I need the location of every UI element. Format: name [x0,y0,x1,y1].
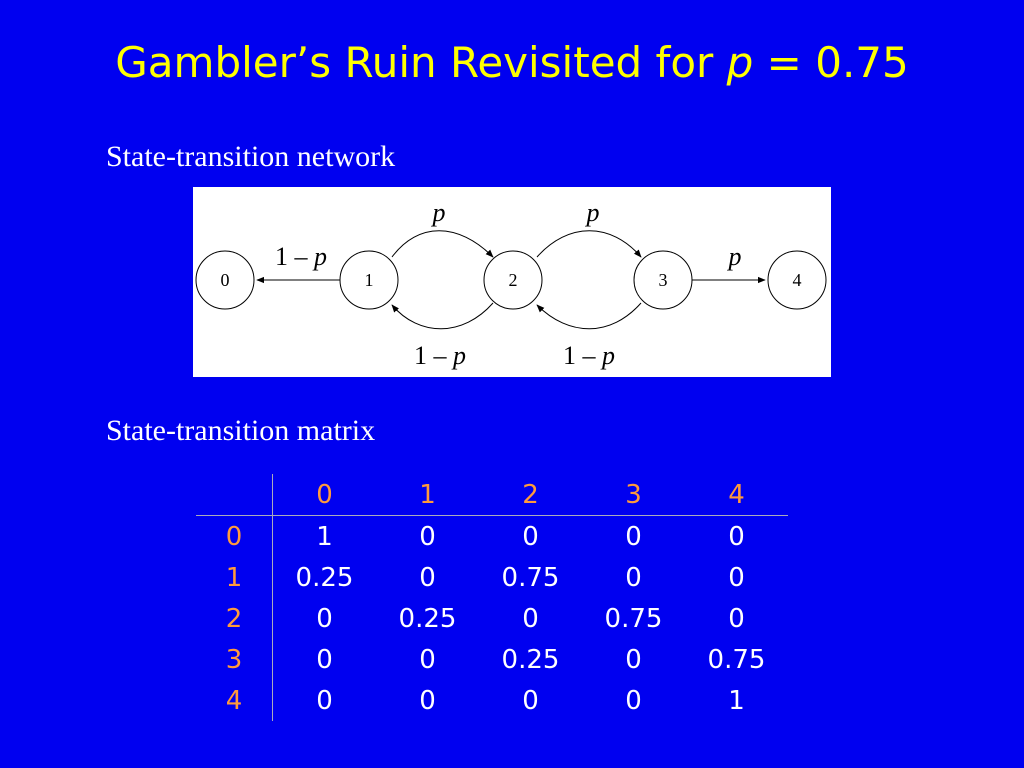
matrix-cell: 0 [728,521,745,552]
title-prefix: Gambler’s Ruin Revisited for [115,38,727,87]
matrix-corner [196,474,273,516]
matrix-cell: 0 [419,644,436,675]
node-3: 3 [633,250,693,310]
matrix-cell: 0 [419,562,436,593]
node-1: 1 [339,250,399,310]
edge-label-3-2-var: p [600,341,615,370]
edge-label-1-2: p [431,198,446,227]
matrix-cell: 0 [625,685,642,716]
row-header: 2 [196,598,273,639]
edge-1-to-2 [391,230,494,258]
column-header: 0 [272,474,376,516]
matrix-cell: 0 [419,521,436,552]
node-4-label: 4 [793,270,802,290]
node-0: 0 [195,250,255,310]
matrix-cell: 0.75 [501,562,560,593]
node-3-label: 3 [659,270,668,290]
matrix-cell: 0 [522,603,539,634]
node-1-label: 1 [365,270,374,290]
matrix-cell: 1 [728,685,745,716]
matrix-cell: 0 [419,685,436,716]
matrix-row: 2 0 0.25 0 0.75 0 [196,598,788,639]
state-transition-matrix: 0 1 2 3 4 0 1 0 0 0 0 1 0.25 0 0.75 0 0 … [196,474,788,721]
matrix-cell: 0 [316,603,333,634]
matrix-cell: 0.25 [398,603,457,634]
matrix-cell: 0.25 [501,644,560,675]
column-header: 4 [685,474,788,516]
matrix-row: 1 0.25 0 0.75 0 0 [196,557,788,598]
edge-label-2-3: p [585,198,600,227]
column-header: 1 [376,474,479,516]
edge-label-1-0: 1 – p [275,242,327,271]
edge-label-2-1: 1 – p [414,341,466,370]
edge-2-to-1 [391,302,494,330]
matrix-cell: 1 [316,521,333,552]
matrix-cell: 0 [625,644,642,675]
matrix-row: 3 0 0 0.25 0 0.75 [196,639,788,680]
edge-3-to-2 [536,302,642,330]
title-suffix: = 0.75 [753,38,909,87]
matrix-cell: 0 [625,562,642,593]
matrix-cell: 0 [316,644,333,675]
edge-label-3-4-var: p [727,242,742,271]
column-header: 2 [479,474,582,516]
row-header: 0 [196,515,273,557]
row-header: 3 [196,639,273,680]
edge-label-1-0-num: 1 – [275,242,314,271]
node-2: 2 [483,250,543,310]
edge-label-3-2: 1 – p [563,341,615,370]
matrix-row: 0 1 0 0 0 0 [196,515,788,557]
network-diagram: 0 1 2 3 4 p p p 1 – p 1 – p 1 – p [195,198,827,370]
node-0-label: 0 [221,270,230,290]
row-header: 1 [196,557,273,598]
matrix-cell: 0 [522,685,539,716]
edge-label-1-2-var: p [431,198,446,227]
edge-label-3-4: p [727,242,742,271]
edge-label-3-2-num: 1 – [563,341,602,370]
edge-2-to-3 [536,230,642,258]
matrix-cell: 0 [316,685,333,716]
matrix-header-row: 0 1 2 3 4 [196,474,788,516]
edge-label-2-3-var: p [585,198,600,227]
state-transition-network: 0 1 2 3 4 p p p 1 – p 1 – p 1 – p [193,187,831,377]
edge-label-2-1-num: 1 – [414,341,453,370]
matrix-cell: 0.75 [707,644,766,675]
page-title: Gambler’s Ruin Revisited for p = 0.75 [0,38,1024,87]
node-4: 4 [767,250,827,310]
matrix-cell: 0 [625,521,642,552]
matrix-section-label: State-transition matrix [106,414,376,447]
matrix-row: 4 0 0 0 0 1 [196,680,788,721]
matrix-cell: 0.75 [604,603,663,634]
network-section-label: State-transition network [106,140,396,173]
edge-label-1-0-var: p [312,242,327,271]
row-header: 4 [196,680,273,721]
node-2-label: 2 [509,270,518,290]
matrix-cell: 0 [728,562,745,593]
matrix-cell: 0 [728,603,745,634]
edge-label-2-1-var: p [451,341,466,370]
title-variable: p [726,38,754,87]
matrix-cell: 0.25 [295,562,354,593]
column-header: 3 [582,474,685,516]
matrix-cell: 0 [522,521,539,552]
